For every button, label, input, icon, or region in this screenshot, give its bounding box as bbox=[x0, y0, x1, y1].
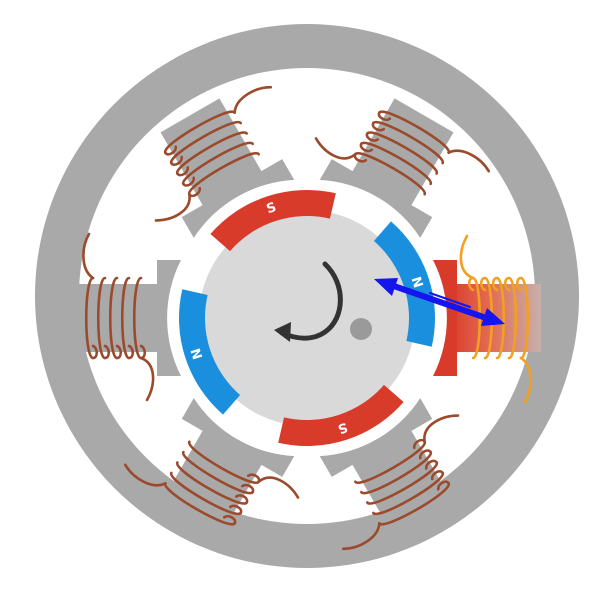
magnet-south-2: S bbox=[278, 384, 404, 446]
stator-tooth-left bbox=[73, 260, 181, 376]
magnet-label: S bbox=[265, 200, 279, 217]
clockwise-arrow-icon bbox=[274, 261, 343, 342]
coil-upper-right bbox=[314, 110, 491, 196]
coil-right bbox=[459, 234, 532, 404]
double-headed-arrow-icon bbox=[374, 278, 505, 326]
coil-upper-left bbox=[154, 85, 273, 222]
coil-left bbox=[82, 232, 155, 402]
magnet-label: N bbox=[189, 346, 207, 361]
stator-tooth-lower-left bbox=[160, 398, 295, 538]
rotor: S N S N bbox=[179, 189, 435, 446]
stator-tooth-right bbox=[433, 260, 541, 376]
position-marker bbox=[350, 318, 372, 340]
stator-tooth-upper-right bbox=[319, 98, 454, 238]
stator-tooth-upper-left bbox=[160, 98, 295, 238]
magnet-north-1: N bbox=[373, 221, 435, 347]
stator-tooth-lower-right bbox=[319, 398, 454, 538]
magnet-label: S bbox=[336, 419, 350, 436]
magnet-north-3: N bbox=[179, 289, 241, 415]
stator-coils bbox=[82, 85, 532, 551]
coil-lower-right bbox=[341, 414, 460, 551]
magnet-label: N bbox=[408, 275, 426, 290]
stator-teeth bbox=[73, 98, 541, 538]
coil-lower-left bbox=[123, 440, 300, 526]
rotor-core bbox=[199, 210, 415, 426]
rotor-magnets: S N S N bbox=[179, 189, 435, 446]
magnet-south-0: S bbox=[210, 189, 336, 252]
